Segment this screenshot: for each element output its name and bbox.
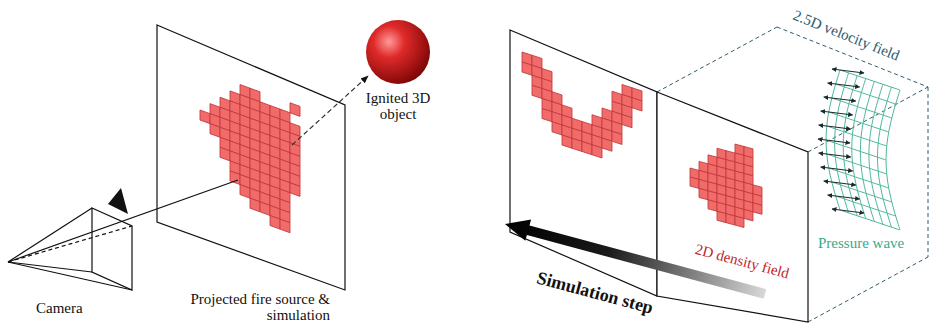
pixel-cell bbox=[220, 147, 230, 161]
velocity-field-label: 2.5D velocity field bbox=[791, 8, 902, 64]
sheet-grid-line bbox=[832, 98, 892, 118]
velocity-arrow bbox=[824, 97, 856, 101]
sheet-grid-line bbox=[886, 90, 900, 230]
sheet-grid-line bbox=[827, 154, 887, 174]
pixel-cell bbox=[632, 98, 642, 111]
pixel-cell bbox=[582, 141, 592, 154]
density-pixel-grid bbox=[690, 132, 762, 232]
pixel-cell bbox=[250, 198, 260, 212]
pixel-cell bbox=[708, 200, 717, 211]
velocity-arrow bbox=[821, 167, 853, 171]
velocity-arrow bbox=[818, 139, 850, 143]
sheet-grid-line bbox=[840, 210, 900, 230]
pixel-cell bbox=[717, 211, 726, 222]
pixel-cell bbox=[270, 215, 280, 229]
velocity-arrow bbox=[819, 125, 851, 129]
pixel-cell bbox=[522, 62, 532, 75]
pressure-wave-label: Pressure wave bbox=[818, 236, 904, 252]
camera-hidden-edge bbox=[8, 226, 132, 262]
pixel-cell bbox=[753, 203, 762, 214]
pixel-cell bbox=[240, 185, 250, 199]
pixel-cell bbox=[290, 183, 300, 197]
projection-ray bbox=[292, 76, 368, 145]
velocity-arrow bbox=[828, 83, 860, 87]
camera-up-marker bbox=[108, 188, 128, 214]
pixel-cell bbox=[592, 145, 602, 158]
sheet-grid-line bbox=[869, 84, 883, 224]
box-edge bbox=[808, 257, 928, 322]
sheet-grid-line bbox=[829, 112, 889, 132]
sheet-grid-line bbox=[852, 79, 866, 219]
sheet-grid-line bbox=[877, 87, 891, 227]
pixel-cell bbox=[532, 85, 542, 98]
velocity-sheet bbox=[818, 69, 900, 230]
object-label: Ignited 3D object bbox=[358, 91, 438, 123]
camera-edge bbox=[8, 208, 92, 262]
sheet-grid-line bbox=[840, 70, 900, 90]
pixel-cell bbox=[602, 138, 612, 151]
pixel-cell bbox=[572, 138, 582, 151]
sheet-grid-line bbox=[860, 81, 874, 221]
pixel-cell bbox=[280, 219, 290, 233]
velocity-arrow bbox=[828, 195, 860, 199]
pixel-cell bbox=[735, 216, 744, 227]
pixel-cell bbox=[260, 202, 270, 216]
box-edge bbox=[657, 27, 777, 92]
camera-label: Camera bbox=[36, 301, 83, 317]
camera-ray bbox=[8, 180, 238, 262]
pixel-cell bbox=[744, 209, 753, 220]
sheet-grid-line bbox=[829, 168, 889, 188]
velocity-arrow bbox=[824, 181, 856, 185]
pixel-cell bbox=[612, 131, 622, 144]
sheet-grid-line bbox=[832, 182, 892, 202]
sheet-grid-line bbox=[836, 84, 896, 104]
sheet-grid-line bbox=[843, 76, 857, 216]
pixel-cell bbox=[726, 214, 735, 225]
pixel-cell bbox=[622, 114, 632, 127]
box-edge bbox=[928, 87, 929, 257]
velocity-arrow bbox=[832, 69, 864, 73]
ignited-sphere bbox=[366, 20, 430, 84]
camera-edge bbox=[8, 262, 132, 290]
pixel-cell bbox=[699, 188, 708, 199]
sheet-grid-line bbox=[836, 196, 896, 216]
pixel-cell bbox=[562, 135, 572, 148]
pixel-cell bbox=[210, 124, 220, 138]
pixel-cell bbox=[290, 103, 300, 117]
pixel-cell bbox=[200, 110, 210, 124]
camera-edge bbox=[8, 262, 92, 272]
plane-label: Projected fire source & simulation bbox=[160, 292, 330, 324]
velocity-arrow bbox=[821, 111, 853, 115]
pixel-cell bbox=[542, 108, 552, 121]
fire-pixel-grid bbox=[200, 70, 300, 236]
velocity-arrow bbox=[819, 153, 851, 157]
density-pixel-grid bbox=[522, 52, 642, 171]
velocity-arrow bbox=[832, 209, 864, 213]
projection-plane bbox=[157, 25, 345, 290]
pixel-cell bbox=[552, 122, 562, 135]
pixel-cell bbox=[690, 177, 699, 188]
camera-frustum bbox=[8, 188, 132, 290]
